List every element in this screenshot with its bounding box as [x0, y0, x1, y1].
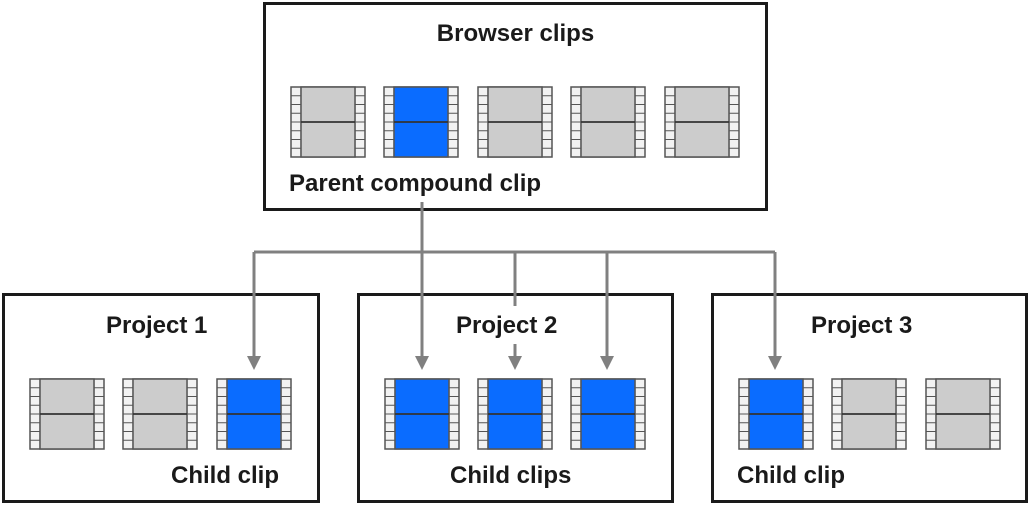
browser-clip-5 [664, 86, 740, 158]
project-2-clip-1 [384, 378, 460, 450]
project-1-caption: Child clip [171, 462, 279, 489]
project-2-clip-2 [477, 378, 553, 450]
browser-clip-2 [383, 86, 459, 158]
project-3-clip-2 [831, 378, 907, 450]
arrow-head-project-3 [768, 356, 782, 370]
arrow-head-project-2-clip-1 [415, 356, 429, 370]
project-1-clip-3 [216, 378, 292, 450]
project-1-clip-2 [122, 378, 198, 450]
project-2-caption: Child clips [450, 462, 572, 489]
project-1-title: Project 1 [106, 312, 208, 339]
project-3-caption: Child clip [737, 462, 845, 489]
arrow-head-project-2-clip-2 [508, 356, 522, 370]
arrow-head-project-2-clip-3 [600, 356, 614, 370]
browser-clip-4 [570, 86, 646, 158]
browser-clips-title: Browser clips [436, 20, 595, 47]
arrow-head-project-1 [247, 356, 261, 370]
project-3-clip-3 [925, 378, 1001, 450]
project-3-clip-1 [738, 378, 814, 450]
project-2-title: Project 2 [456, 312, 558, 339]
parent-compound-clip-label: Parent compound clip [289, 170, 542, 197]
browser-clip-1 [290, 86, 366, 158]
project-1-clip-1 [29, 378, 105, 450]
project-2-clip-3 [570, 378, 646, 450]
project-3-title: Project 3 [811, 312, 913, 339]
browser-clip-3 [477, 86, 553, 158]
